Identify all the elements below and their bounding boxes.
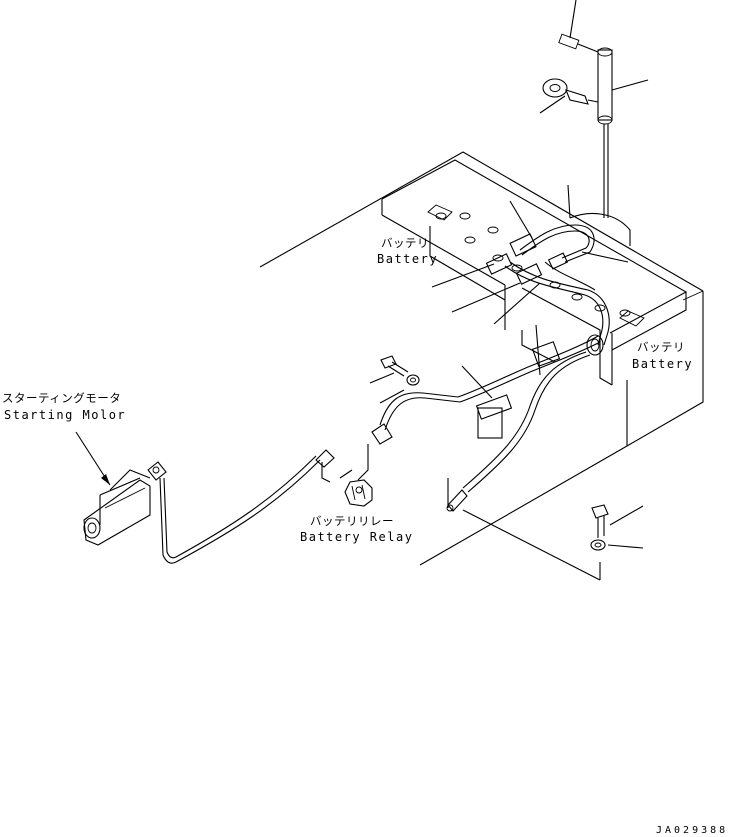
svg-text:バッテリリレー: バッテリリレー — [310, 514, 394, 528]
label-battery-left: バッテリ Battery — [377, 236, 438, 266]
frame-outline — [259, 151, 704, 581]
label-battery-relay: バッテリリレー Battery Relay — [300, 514, 413, 544]
bolt-washer-left — [369, 355, 420, 404]
drawing-code: JA029388 — [656, 825, 728, 836]
label-starting-motor: スターティングモータ Starting Molor — [2, 391, 126, 422]
battery-cables — [431, 200, 629, 346]
ground-cable-assembly — [539, 0, 649, 246]
starting-motor — [75, 431, 335, 564]
bolt-washer-right — [590, 504, 644, 551]
main-cable — [371, 324, 604, 512]
battery-box — [381, 159, 688, 386]
svg-text:バッテリ: バッテリ — [381, 236, 429, 250]
svg-text:スターティングモータ: スターティングモータ — [2, 391, 121, 405]
svg-text:バッテリ: バッテリ — [637, 340, 685, 354]
svg-text:Starting Molor: Starting Molor — [4, 408, 126, 422]
battery-relay — [321, 444, 373, 507]
svg-text:Battery: Battery — [632, 357, 693, 371]
svg-text:Battery: Battery — [377, 252, 438, 266]
label-battery-right: バッテリ Battery — [632, 340, 693, 371]
svg-text:Battery Relay: Battery Relay — [300, 530, 413, 544]
